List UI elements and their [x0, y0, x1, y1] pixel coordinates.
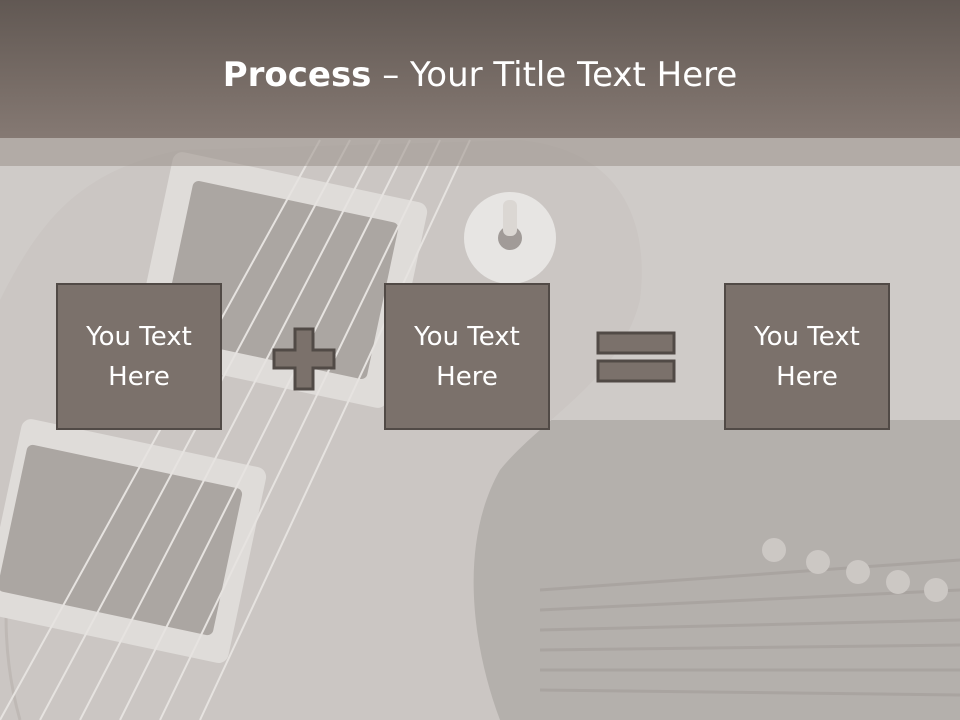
slide-title: Process – Your Title Text Here	[0, 52, 960, 98]
slide-title-rest: – Your Title Text Here	[371, 55, 738, 95]
title-bar	[0, 0, 960, 138]
process-step-box-3[interactable]: You Text Here	[724, 283, 890, 430]
process-step-label-3: You Text Here	[754, 321, 860, 392]
process-step-label-1: You Text Here	[86, 321, 192, 392]
process-step-box-1[interactable]: You Text Here	[56, 283, 222, 430]
plus-icon	[272, 327, 336, 391]
process-step-label-2: You Text Here	[414, 321, 520, 392]
process-step-box-2[interactable]: You Text Here	[384, 283, 550, 430]
title-bar-shadow	[0, 138, 960, 166]
slide-title-bold: Process	[222, 55, 372, 95]
equals-icon	[596, 331, 676, 383]
